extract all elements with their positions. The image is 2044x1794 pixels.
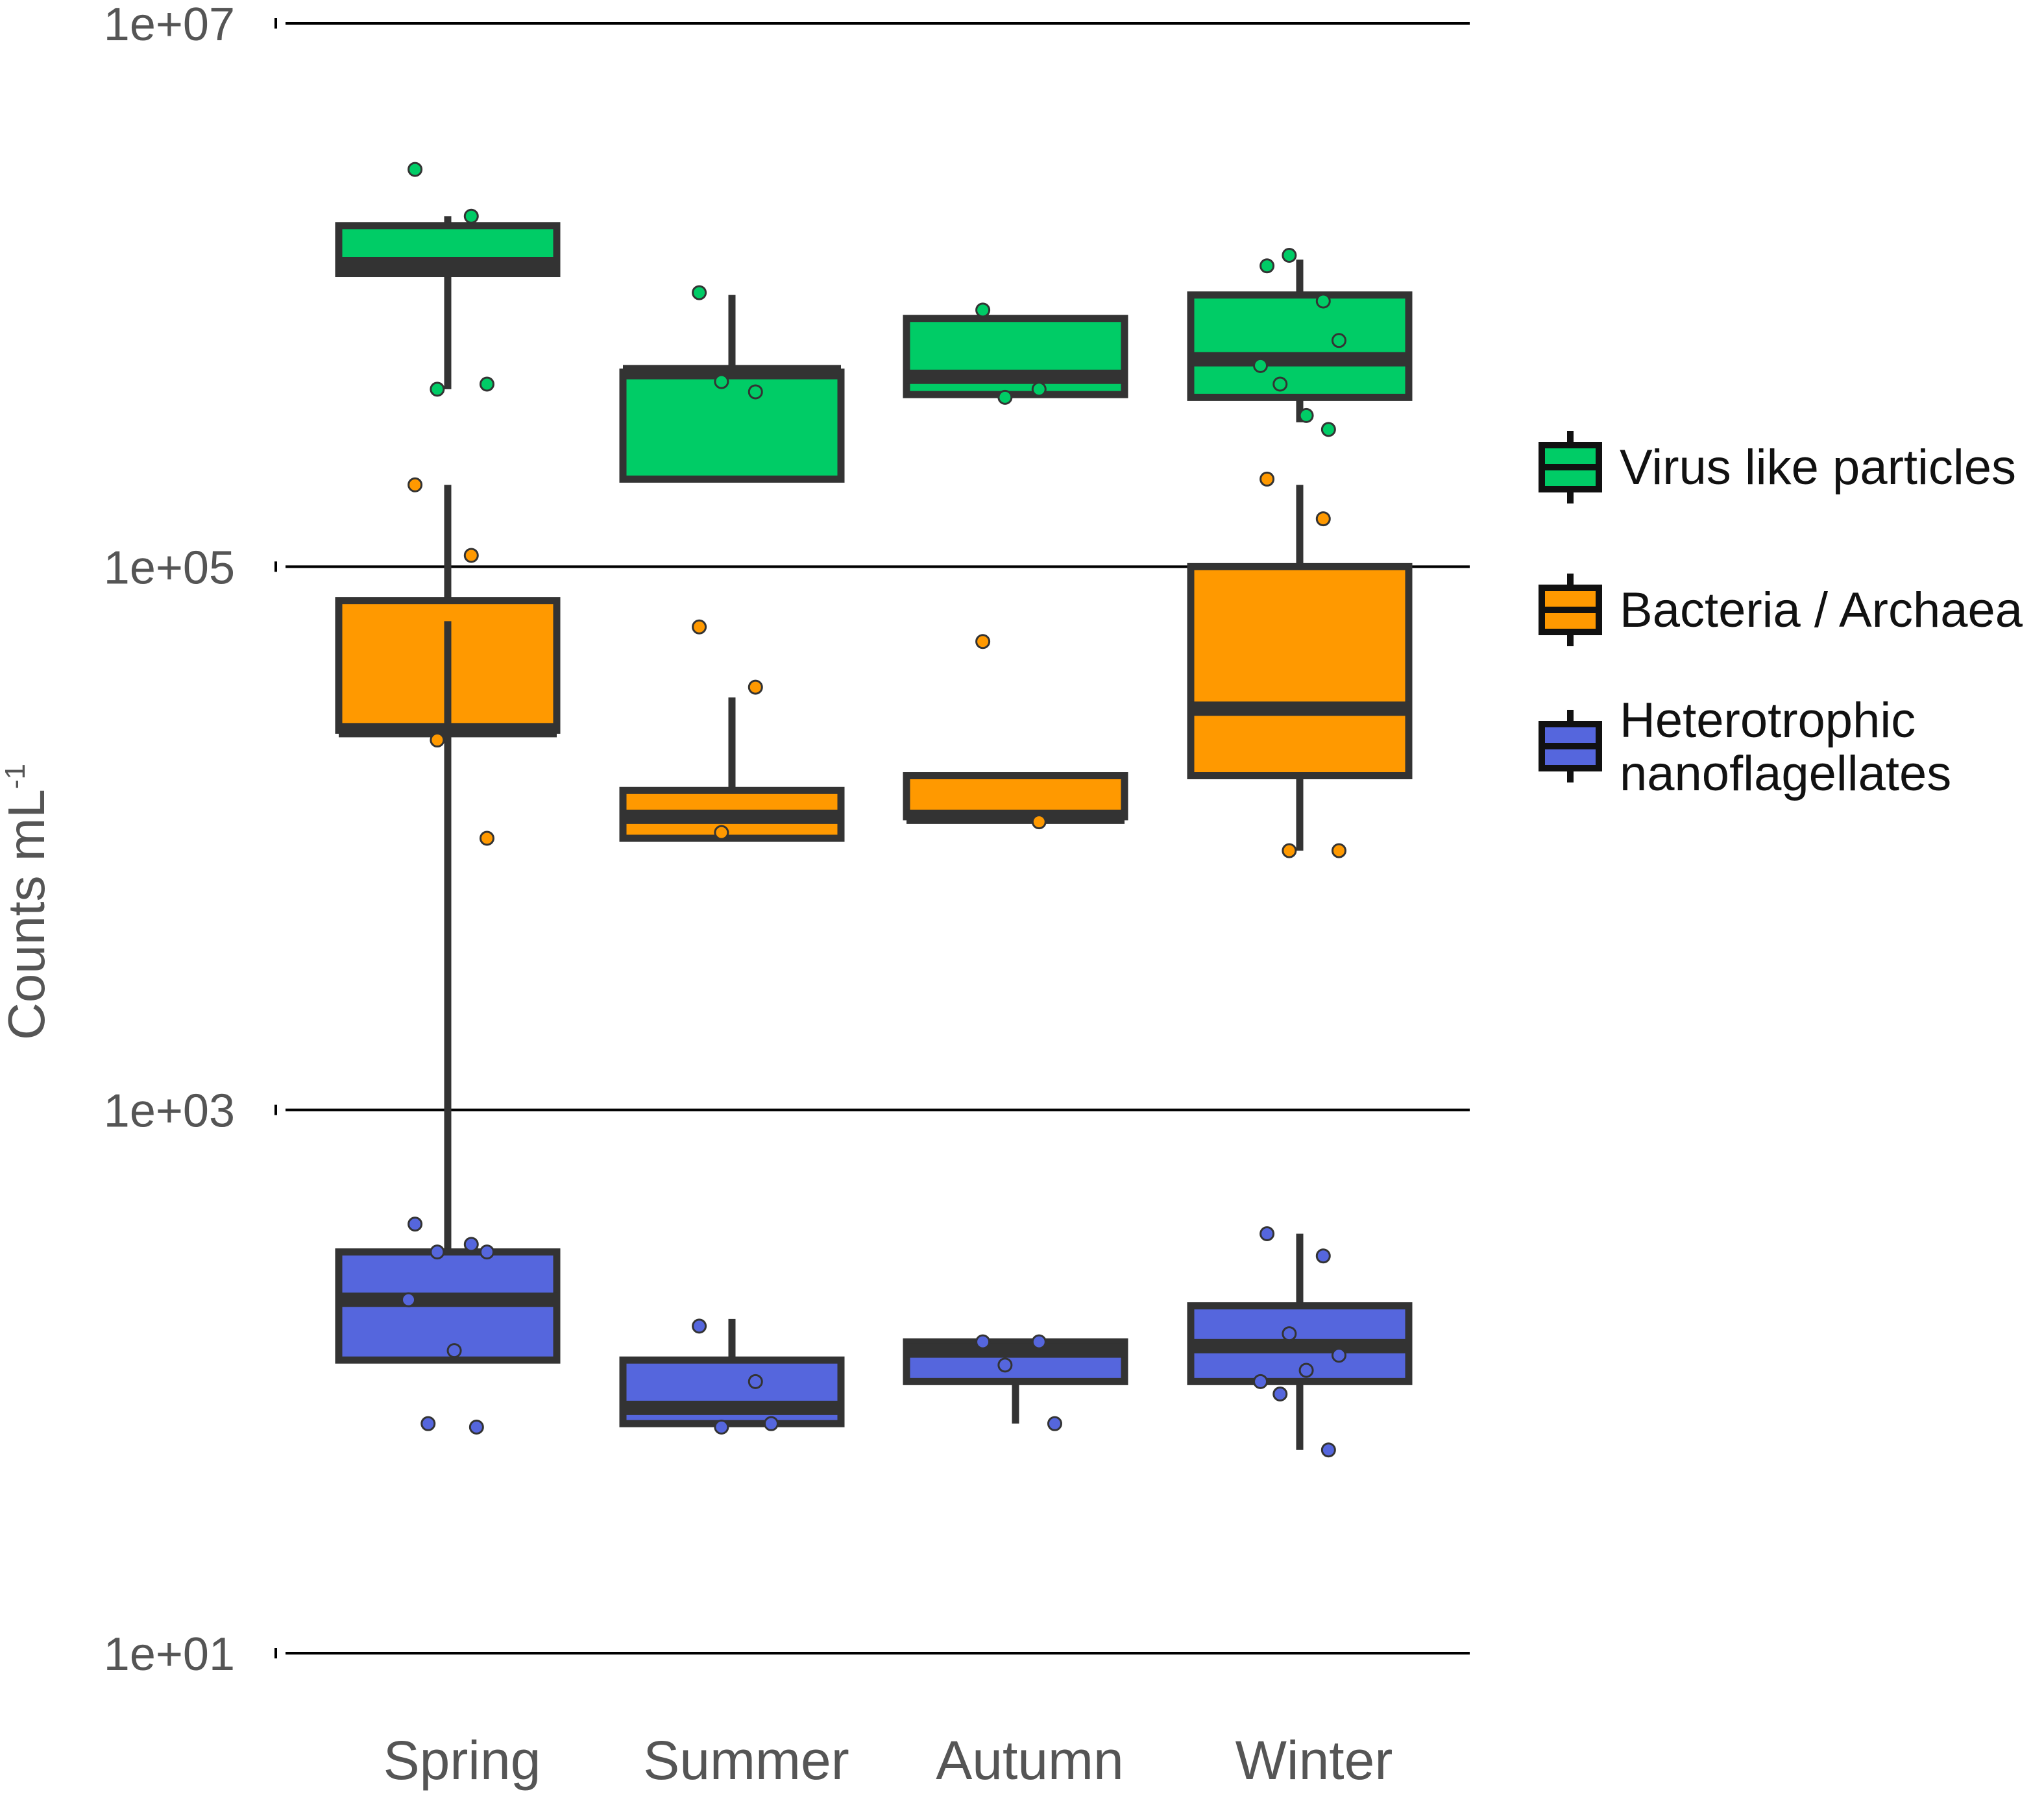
x-tick-label: Spring <box>383 1730 541 1791</box>
data-point <box>714 825 729 840</box>
data-points <box>401 162 1346 1458</box>
data-point <box>692 619 707 635</box>
data-point <box>479 1244 494 1260</box>
data-point <box>430 733 445 748</box>
data-point <box>1031 814 1047 830</box>
box-virus-like-particles-spring <box>335 216 561 389</box>
box-body <box>1187 291 1413 401</box>
data-point <box>997 1357 1013 1373</box>
data-point <box>1298 407 1314 423</box>
box-body <box>1187 563 1413 780</box>
data-point <box>408 1217 423 1232</box>
data-point <box>420 1416 436 1431</box>
data-point <box>1320 422 1336 437</box>
y-tick-label: 1e+05 <box>104 542 235 594</box>
box-heterotrophic-nanoflagellates-winter <box>1187 1233 1413 1450</box>
data-point <box>1282 247 1297 263</box>
data-point <box>748 384 763 400</box>
y-tick-label: 1e+03 <box>104 1085 235 1137</box>
legend-item: Virus like particles <box>1539 431 2016 503</box>
data-point <box>463 1237 479 1252</box>
data-point <box>1259 471 1275 487</box>
data-point <box>1315 1248 1331 1264</box>
data-point <box>1331 843 1346 858</box>
data-point <box>463 208 479 224</box>
box-bacteria-archaea-summer <box>619 697 845 842</box>
data-point <box>430 382 445 397</box>
box-bacteria-archaea-winter <box>1187 485 1413 851</box>
data-point <box>1259 1226 1275 1242</box>
data-point <box>1031 382 1047 397</box>
data-point <box>408 477 423 492</box>
data-point <box>1282 1326 1297 1342</box>
box-body <box>619 369 845 483</box>
y-axis-label-main: Counts mL <box>0 789 55 1040</box>
data-point <box>1298 1363 1314 1378</box>
data-point <box>714 374 729 389</box>
data-point <box>1320 1442 1336 1458</box>
y-axis-ticks: 1e+01 1e+03 1e+05 1e+07 <box>104 0 277 1680</box>
legend-label: Bacteria / Archaea <box>1620 583 2023 638</box>
data-point <box>1047 1416 1062 1431</box>
y-axis-label: Counts mL-1 <box>0 764 55 1040</box>
box-virus-like-particles-autumn <box>903 315 1128 398</box>
data-point <box>430 1244 445 1260</box>
gridlines <box>286 22 1470 1655</box>
data-point <box>1331 1348 1346 1363</box>
data-point <box>692 285 707 300</box>
box-heterotrophic-nanoflagellates-spring <box>335 621 561 1364</box>
data-point <box>408 162 423 177</box>
y-axis-label-superscript: -1 <box>0 764 31 789</box>
data-point <box>1272 376 1288 392</box>
data-point <box>463 548 479 563</box>
data-point <box>479 830 494 846</box>
legend-label: Virus like particles <box>1620 440 2016 495</box>
x-tick-label: Summer <box>643 1730 849 1791</box>
data-point <box>1031 1334 1047 1350</box>
legend-item: Bacteria / Archaea <box>1539 574 2023 646</box>
data-point <box>468 1419 484 1435</box>
box-heterotrophic-nanoflagellates-autumn <box>903 1338 1128 1424</box>
data-point <box>1253 358 1269 373</box>
y-tick-label: 1e+01 <box>104 1629 235 1680</box>
data-point <box>975 302 991 318</box>
data-point <box>446 1343 462 1359</box>
x-tick-label: Autumn <box>936 1730 1124 1791</box>
data-point <box>479 376 494 392</box>
data-point <box>1253 1374 1269 1389</box>
box-heterotrophic-nanoflagellates-summer <box>619 1318 845 1427</box>
x-tick-label: Winter <box>1235 1730 1393 1791</box>
data-point <box>763 1416 779 1431</box>
data-point <box>401 1292 417 1307</box>
data-point <box>748 1374 763 1389</box>
data-point <box>1259 258 1275 274</box>
y-tick-label: 1e+07 <box>104 0 235 51</box>
data-point <box>1315 511 1331 527</box>
box-series <box>335 216 1413 1450</box>
box-virus-like-particles-winter <box>1187 260 1413 422</box>
data-point <box>1315 293 1331 309</box>
data-point <box>748 679 763 695</box>
box-virus-like-particles-summer <box>619 295 845 483</box>
data-point <box>975 634 991 649</box>
data-point <box>997 389 1013 405</box>
data-point <box>975 1334 991 1350</box>
data-point <box>692 1318 707 1334</box>
data-point <box>1282 843 1297 858</box>
x-axis-labels: Spring Summer Autumn Winter <box>383 1730 1393 1791</box>
data-point <box>1331 333 1346 348</box>
data-point <box>714 1419 729 1435</box>
box-bacteria-archaea-autumn <box>903 772 1128 824</box>
data-point <box>1272 1386 1288 1401</box>
